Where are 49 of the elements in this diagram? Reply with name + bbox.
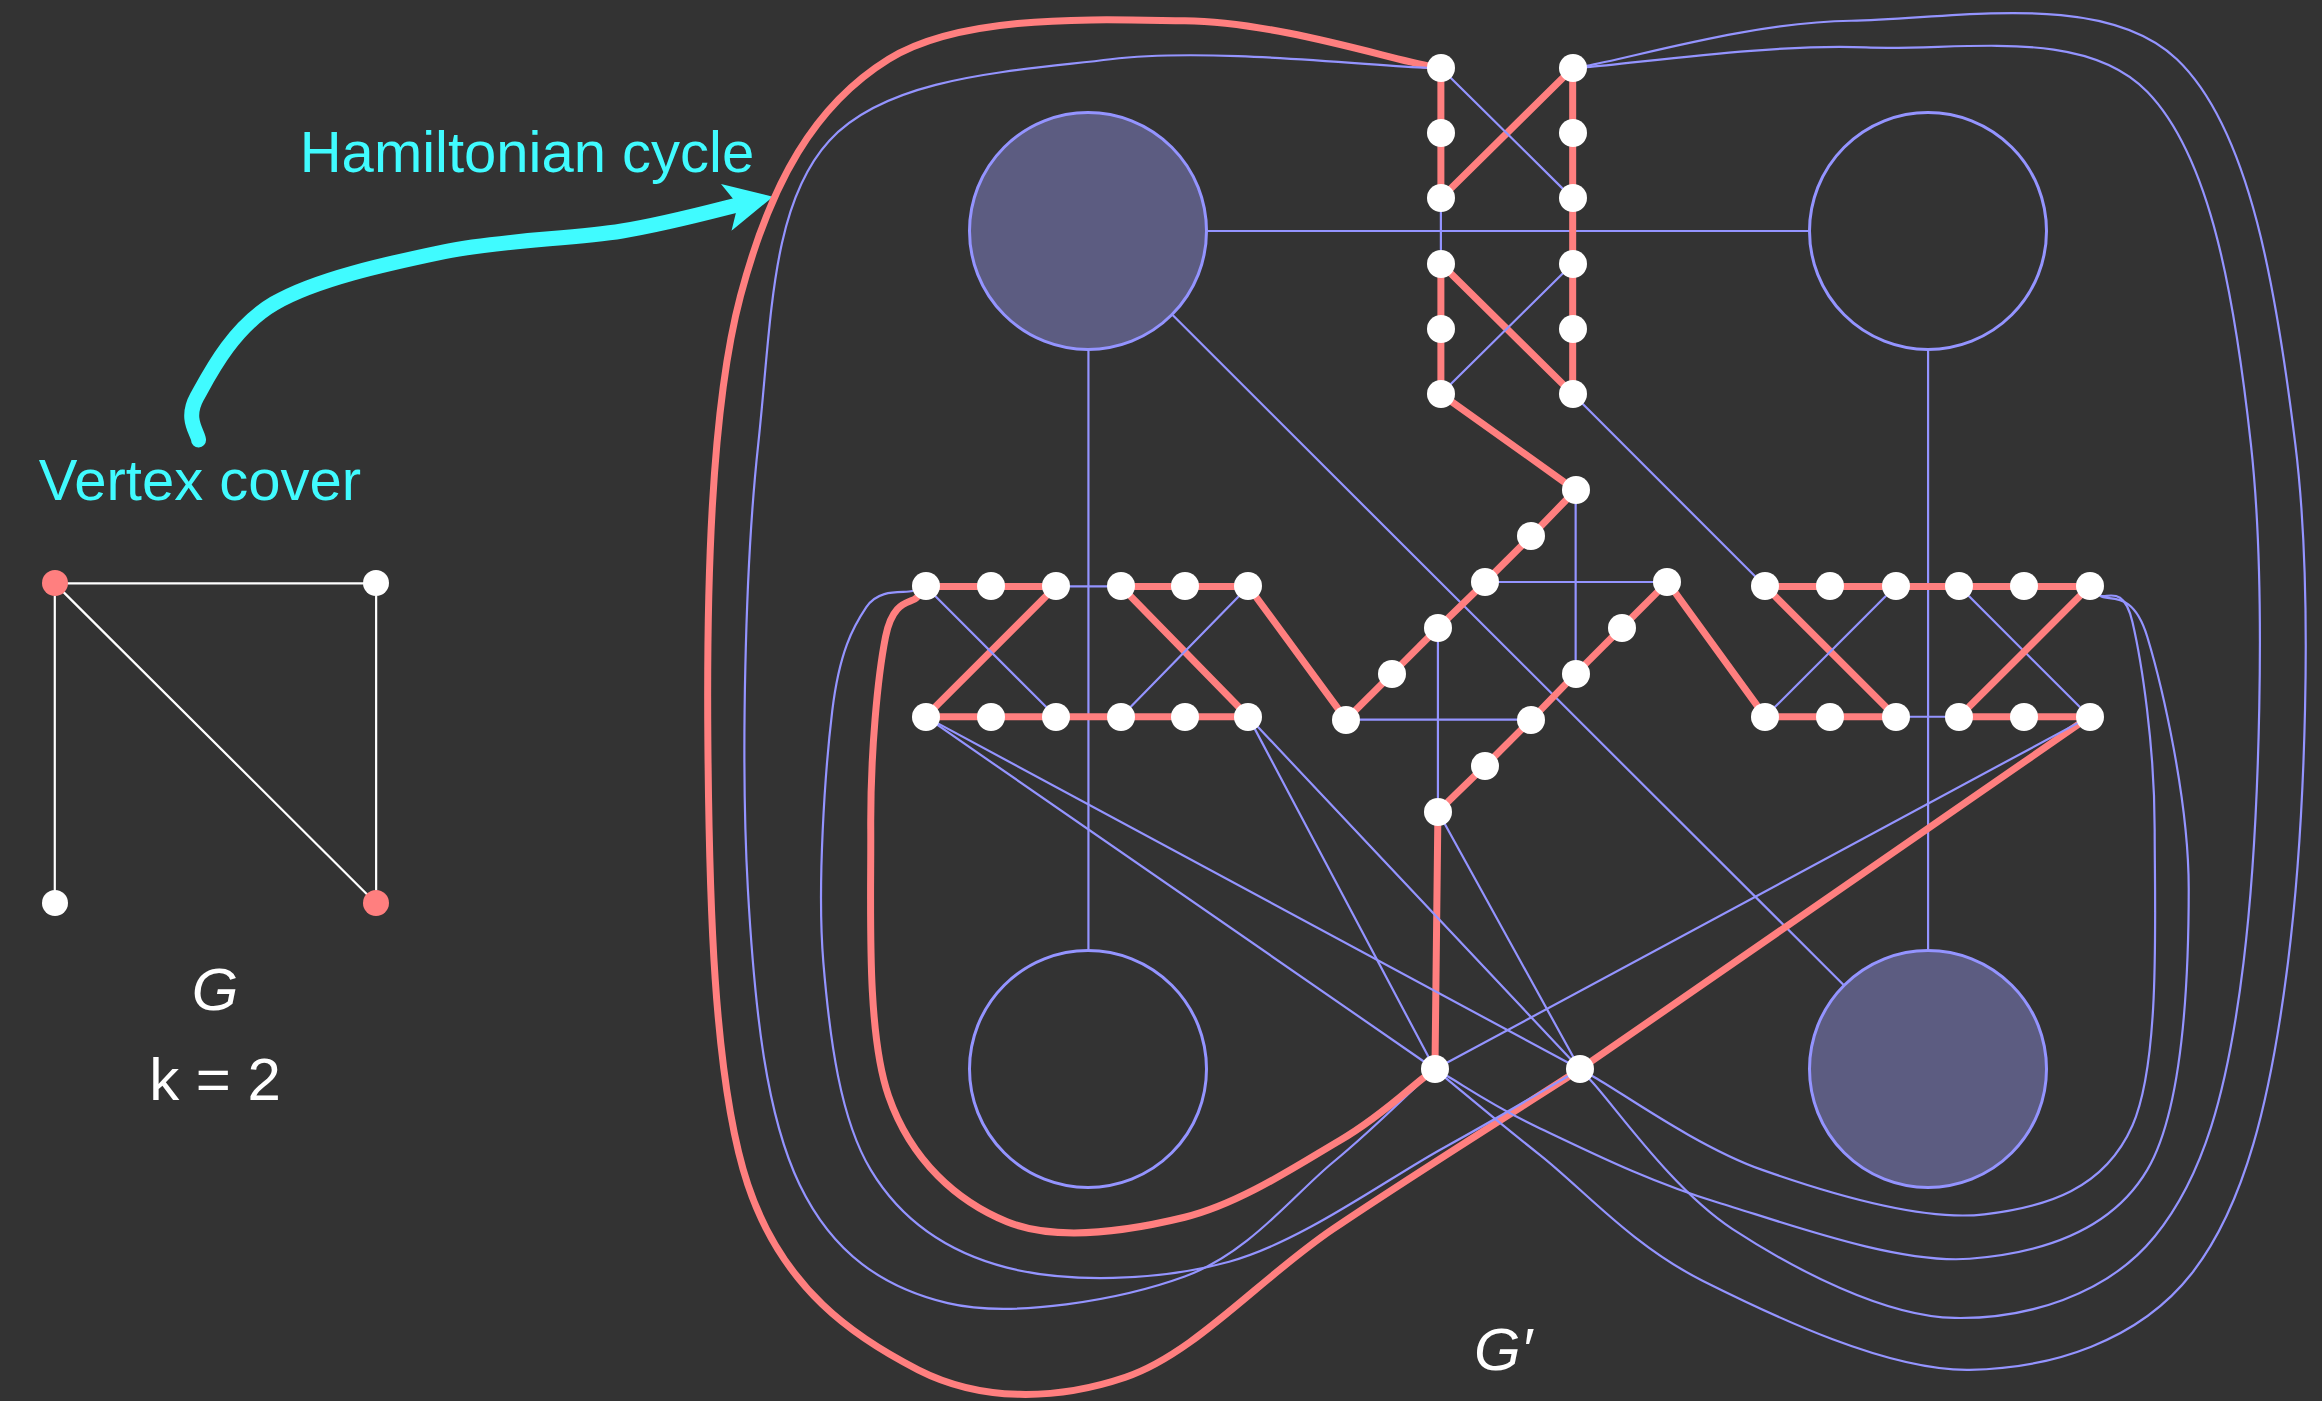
edge-line xyxy=(1087,349,1090,951)
edge-line xyxy=(1068,585,1109,588)
edge-line xyxy=(66,582,365,585)
edge-line xyxy=(1672,589,1761,709)
edge-line xyxy=(704,16,1572,1398)
edge-line xyxy=(743,54,1428,1310)
graph-label: G′ xyxy=(1474,1320,1532,1380)
heading-text: Hamiltonian cycle xyxy=(262,102,792,202)
edge-line xyxy=(1491,542,1525,576)
edge-line xyxy=(1574,503,1577,661)
edge-line xyxy=(819,589,1570,1280)
heading-text: Vertex cover xyxy=(10,440,390,520)
edge-line xyxy=(1927,349,1930,951)
edge-line xyxy=(53,595,56,892)
edge-line xyxy=(935,723,1425,1063)
edge-line xyxy=(1172,314,1845,986)
graph-label: k = 2 xyxy=(149,1050,281,1110)
edge-line xyxy=(1256,725,1572,1061)
edge-line xyxy=(867,593,1428,1237)
graph-label: G xyxy=(191,960,239,1020)
edge-line xyxy=(1253,728,1430,1058)
edge-line xyxy=(1498,580,1655,584)
edge-line xyxy=(1537,680,1570,714)
edge-line xyxy=(1537,496,1570,530)
edge-line xyxy=(375,595,378,892)
edge-line xyxy=(1207,229,1810,233)
edge-line xyxy=(1444,12,2307,1371)
edge-line xyxy=(1444,771,1479,806)
edge-line xyxy=(1908,715,1947,718)
edge-line xyxy=(1436,640,1439,799)
edge-line xyxy=(1581,402,1757,578)
edge-line xyxy=(1491,726,1525,760)
edge-line xyxy=(1359,718,1519,721)
edge-line xyxy=(1588,721,2082,1065)
edge-line xyxy=(62,591,369,896)
edge-line xyxy=(1446,722,2079,1064)
edge-line xyxy=(1591,594,2157,1217)
edge-line xyxy=(1352,680,1386,714)
edge-line xyxy=(1443,822,1575,1059)
edge-line xyxy=(1582,634,1616,668)
edge-line xyxy=(1585,44,2261,1320)
edge-line xyxy=(1627,588,1662,622)
edge-line xyxy=(1444,588,1479,622)
edge-line xyxy=(936,722,1569,1064)
edge-line xyxy=(1398,634,1432,668)
edge-line xyxy=(1446,594,2190,1261)
edge-line xyxy=(1253,594,1342,712)
edge-line xyxy=(1439,211,1442,251)
edge-line xyxy=(1448,398,1568,486)
